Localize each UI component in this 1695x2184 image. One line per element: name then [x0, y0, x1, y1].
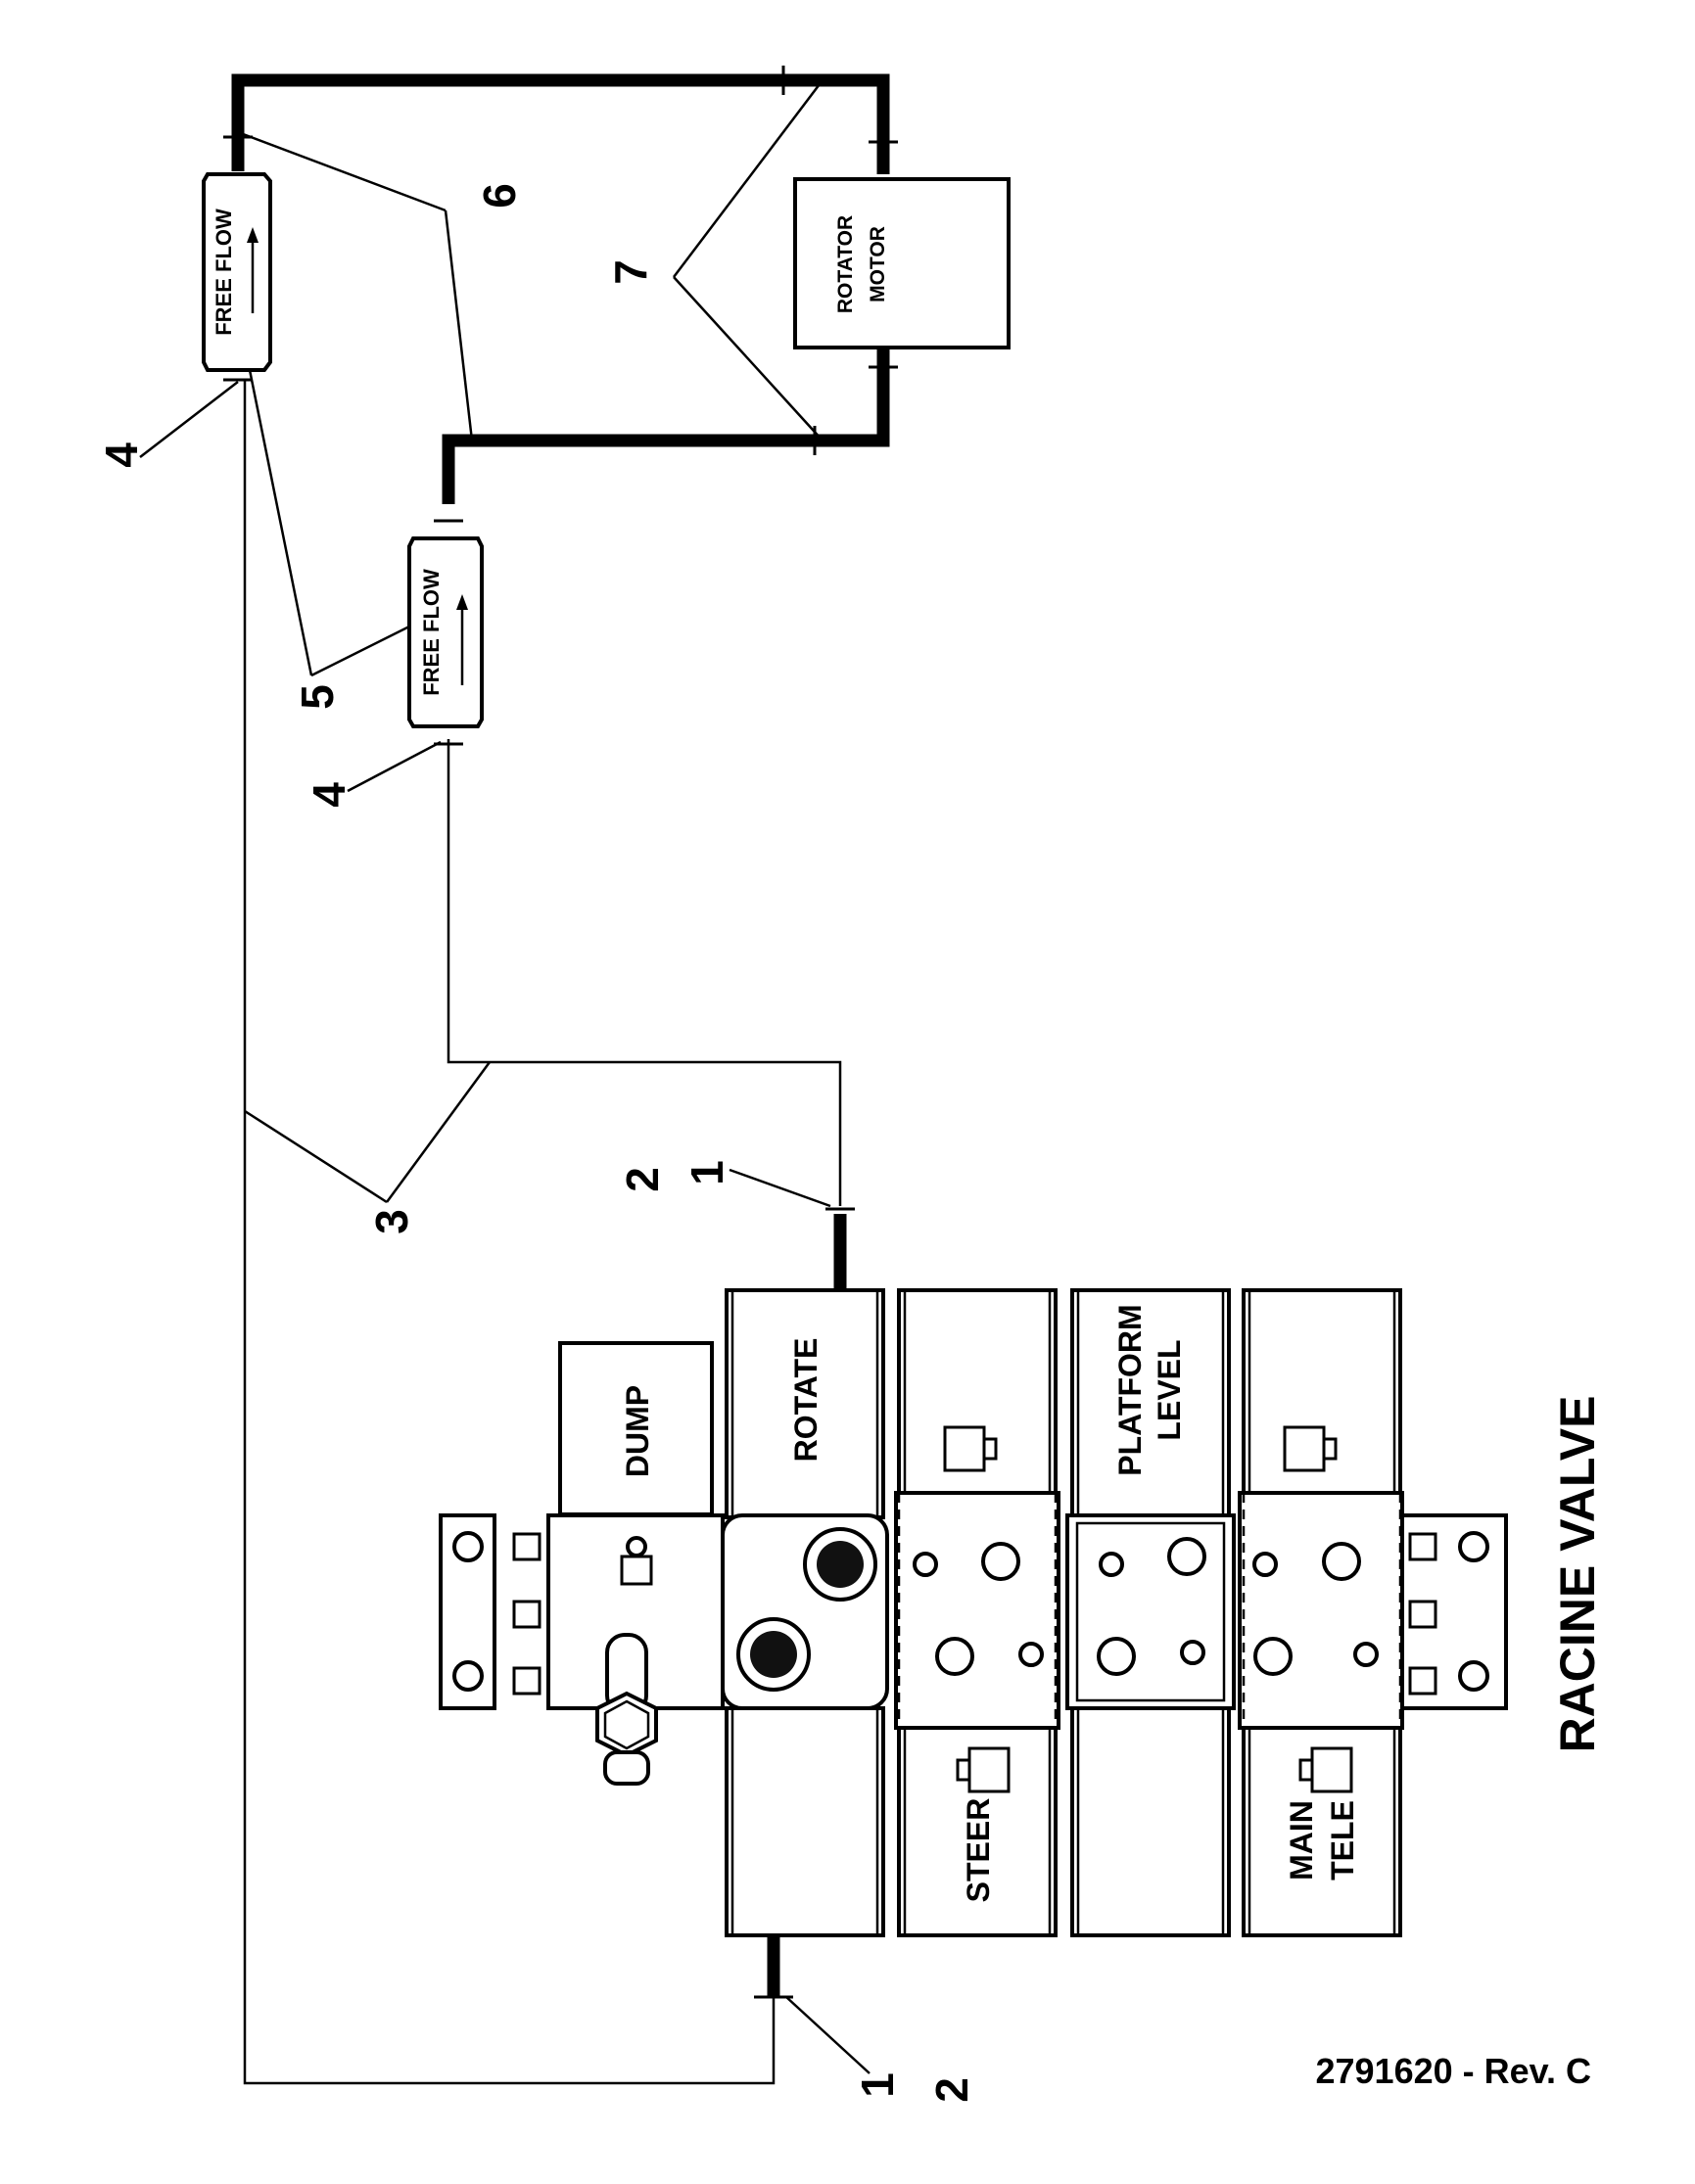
- rotator-motor-label-1: ROTATOR: [834, 215, 857, 313]
- rotator-motor-label-2: MOTOR: [867, 226, 889, 302]
- hose-6-lower: [442, 348, 890, 504]
- section-label-rotate: ROTATE: [788, 1338, 824, 1463]
- racine-valve: DUMP ROTATE STEER PLATFORM LEVEL MAIN TE…: [439, 1288, 1508, 1937]
- hose-6-upper: [231, 73, 890, 174]
- callout-2-upper: 2: [617, 1167, 668, 1192]
- callouts: 4 4 5 6 7 3 2 1 1 2: [96, 183, 977, 2103]
- section-label-dump: DUMP: [620, 1385, 655, 1477]
- free-flow-valve-lower: FREE FLOW: [407, 536, 484, 728]
- section-label-steer: STEER: [961, 1798, 996, 1903]
- callout-leaders: [139, 79, 871, 2074]
- callout-1-upper: 1: [682, 1160, 732, 1185]
- callout-7: 7: [605, 259, 656, 285]
- free-flow-label-upper: FREE FLOW: [212, 209, 236, 336]
- callout-1-lower: 1: [852, 2072, 903, 2098]
- free-flow-label-lower: FREE FLOW: [419, 569, 444, 696]
- drawing-number: 2791620 - Rev. C: [1315, 2051, 1591, 2091]
- callout-5: 5: [292, 684, 343, 710]
- callout-3: 3: [366, 1209, 417, 1234]
- rotator-motor: ROTATOR MOTOR: [793, 177, 1011, 349]
- hose-3-right: [447, 739, 842, 1206]
- callout-4-upper: 4: [96, 442, 147, 468]
- section-label-main: MAIN: [1284, 1800, 1319, 1881]
- callout-4-lower: 4: [304, 782, 354, 808]
- valve-title: RACINE VALVE: [1550, 1396, 1605, 1753]
- section-label-level: LEVEL: [1152, 1339, 1187, 1440]
- hose-fittings: [223, 66, 898, 1999]
- callout-6: 6: [474, 183, 525, 209]
- section-label-tele: TELE: [1325, 1800, 1360, 1881]
- callout-2-lower: 2: [926, 2077, 977, 2103]
- section-label-platform: PLATFORM: [1112, 1304, 1148, 1475]
- hose-3-left: [243, 380, 776, 2085]
- dump-knob: [595, 1633, 658, 1786]
- free-flow-valve-upper: FREE FLOW: [202, 172, 272, 372]
